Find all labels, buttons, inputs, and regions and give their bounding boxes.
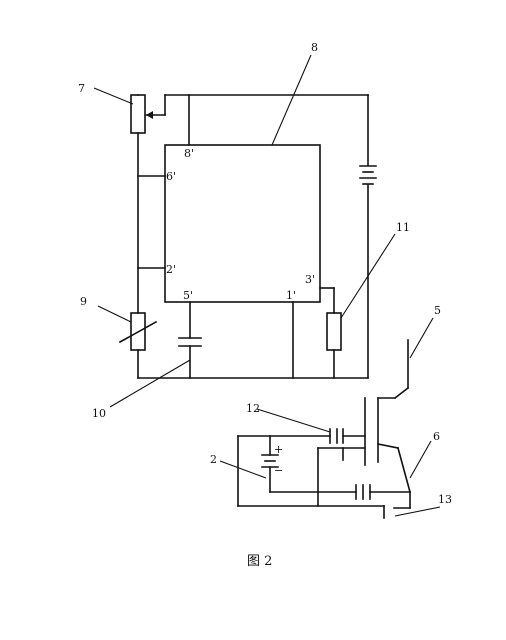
callout-7: 7 xyxy=(78,82,85,95)
battery2-plus: + xyxy=(274,443,283,456)
callout-12: 12 xyxy=(246,402,260,415)
resistor-body xyxy=(326,312,342,351)
callout-10: 10 xyxy=(92,407,106,420)
lower-switch xyxy=(355,484,371,500)
pin-1-label: 1' xyxy=(286,289,296,302)
callout-5: 5 xyxy=(434,304,441,317)
contact-link-diag xyxy=(393,386,410,400)
leader-2 xyxy=(219,460,267,479)
leader-13 xyxy=(394,506,441,517)
callout-6: 6 xyxy=(433,430,440,443)
callout-2: 2 xyxy=(210,453,217,466)
capacitor-10 xyxy=(178,337,202,347)
component-6-diag xyxy=(397,447,411,493)
thermistor-slash xyxy=(118,320,158,344)
thermistor-body xyxy=(130,312,146,351)
leader-7 xyxy=(93,87,134,105)
callout-labels: 7 8 9 10 11 5 6 12 2 13 xyxy=(78,41,452,506)
component-6-lead xyxy=(377,443,399,449)
resistor-11 xyxy=(326,312,342,351)
battery2-minus: − xyxy=(274,464,283,477)
callout-8: 8 xyxy=(311,41,318,54)
potentiometer-body xyxy=(130,94,146,134)
callout-9: 9 xyxy=(80,295,87,308)
leader-11 xyxy=(340,233,396,319)
pin-labels: 8' 6' 2' 5' 1' 3' xyxy=(166,147,315,302)
leader-12 xyxy=(256,408,331,433)
callout-13: 13 xyxy=(438,493,452,506)
leader-10 xyxy=(109,359,191,408)
battery-2: + − xyxy=(261,443,283,477)
wiper-arrow-icon xyxy=(146,111,153,119)
ic-body xyxy=(164,144,321,303)
leader-5 xyxy=(409,317,434,359)
ic-chip xyxy=(164,144,321,303)
leader-lines xyxy=(93,54,441,517)
pin-8-label: 8' xyxy=(184,147,194,160)
thermistor-9 xyxy=(118,312,158,351)
callout-11: 11 xyxy=(396,221,410,234)
lower-wiring xyxy=(237,339,411,519)
pin-3-label: 3' xyxy=(305,273,315,286)
leader-8 xyxy=(271,54,312,146)
upper-wiring xyxy=(137,94,369,379)
pin-5-label: 5' xyxy=(183,289,193,302)
pin-6-label: 6' xyxy=(166,170,176,183)
leader-6 xyxy=(409,440,432,479)
potentiometer-7 xyxy=(130,94,153,134)
switch-12 xyxy=(329,428,344,444)
figure-caption: 图 2 xyxy=(247,554,272,569)
battery-upper xyxy=(359,165,377,185)
pin-2-label: 2' xyxy=(166,263,176,276)
leader-9 xyxy=(97,305,132,323)
